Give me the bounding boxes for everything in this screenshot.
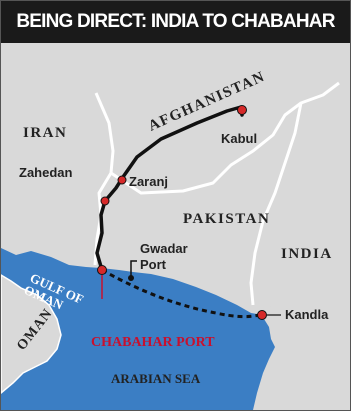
kabul-marker [237, 105, 247, 115]
gujarat-coast [259, 305, 303, 361]
arabian-sea [1, 248, 279, 410]
india-west-coast [263, 335, 313, 410]
label-zahedan: Zahedan [19, 165, 73, 180]
label-kandla: Kandla [285, 307, 329, 322]
zaranj-marker [117, 175, 127, 185]
label-gwadar-1: Gwadar [140, 241, 188, 256]
gwadar-leader-line [130, 260, 137, 277]
kandla-marker [257, 310, 267, 320]
label-gwadar-2: Port [140, 257, 167, 272]
sea-route [101, 268, 260, 319]
zahedan-marker [100, 196, 110, 206]
chabahar-marker [97, 265, 107, 275]
label-kabul: Kabul [221, 131, 257, 146]
label-pakistan: PAKISTAN [183, 211, 270, 227]
map-title: BEING DIRECT: INDIA TO CHABAHAR [1, 1, 350, 43]
country-borders [93, 81, 340, 306]
label-iran: IRAN [23, 125, 67, 141]
label-arabian-sea: ARABIAN SEA [111, 371, 201, 386]
gwadar-marker [128, 275, 134, 281]
map-canvas: IRAN PAKISTAN INDIA AFGHANISTAN OMAN Kab… [1, 43, 350, 410]
label-zaranj: Zaranj [129, 174, 168, 189]
oman-land [1, 274, 62, 394]
label-chabahar-port: CHABAHAR PORT [91, 335, 215, 350]
label-india: INDIA [281, 246, 333, 262]
